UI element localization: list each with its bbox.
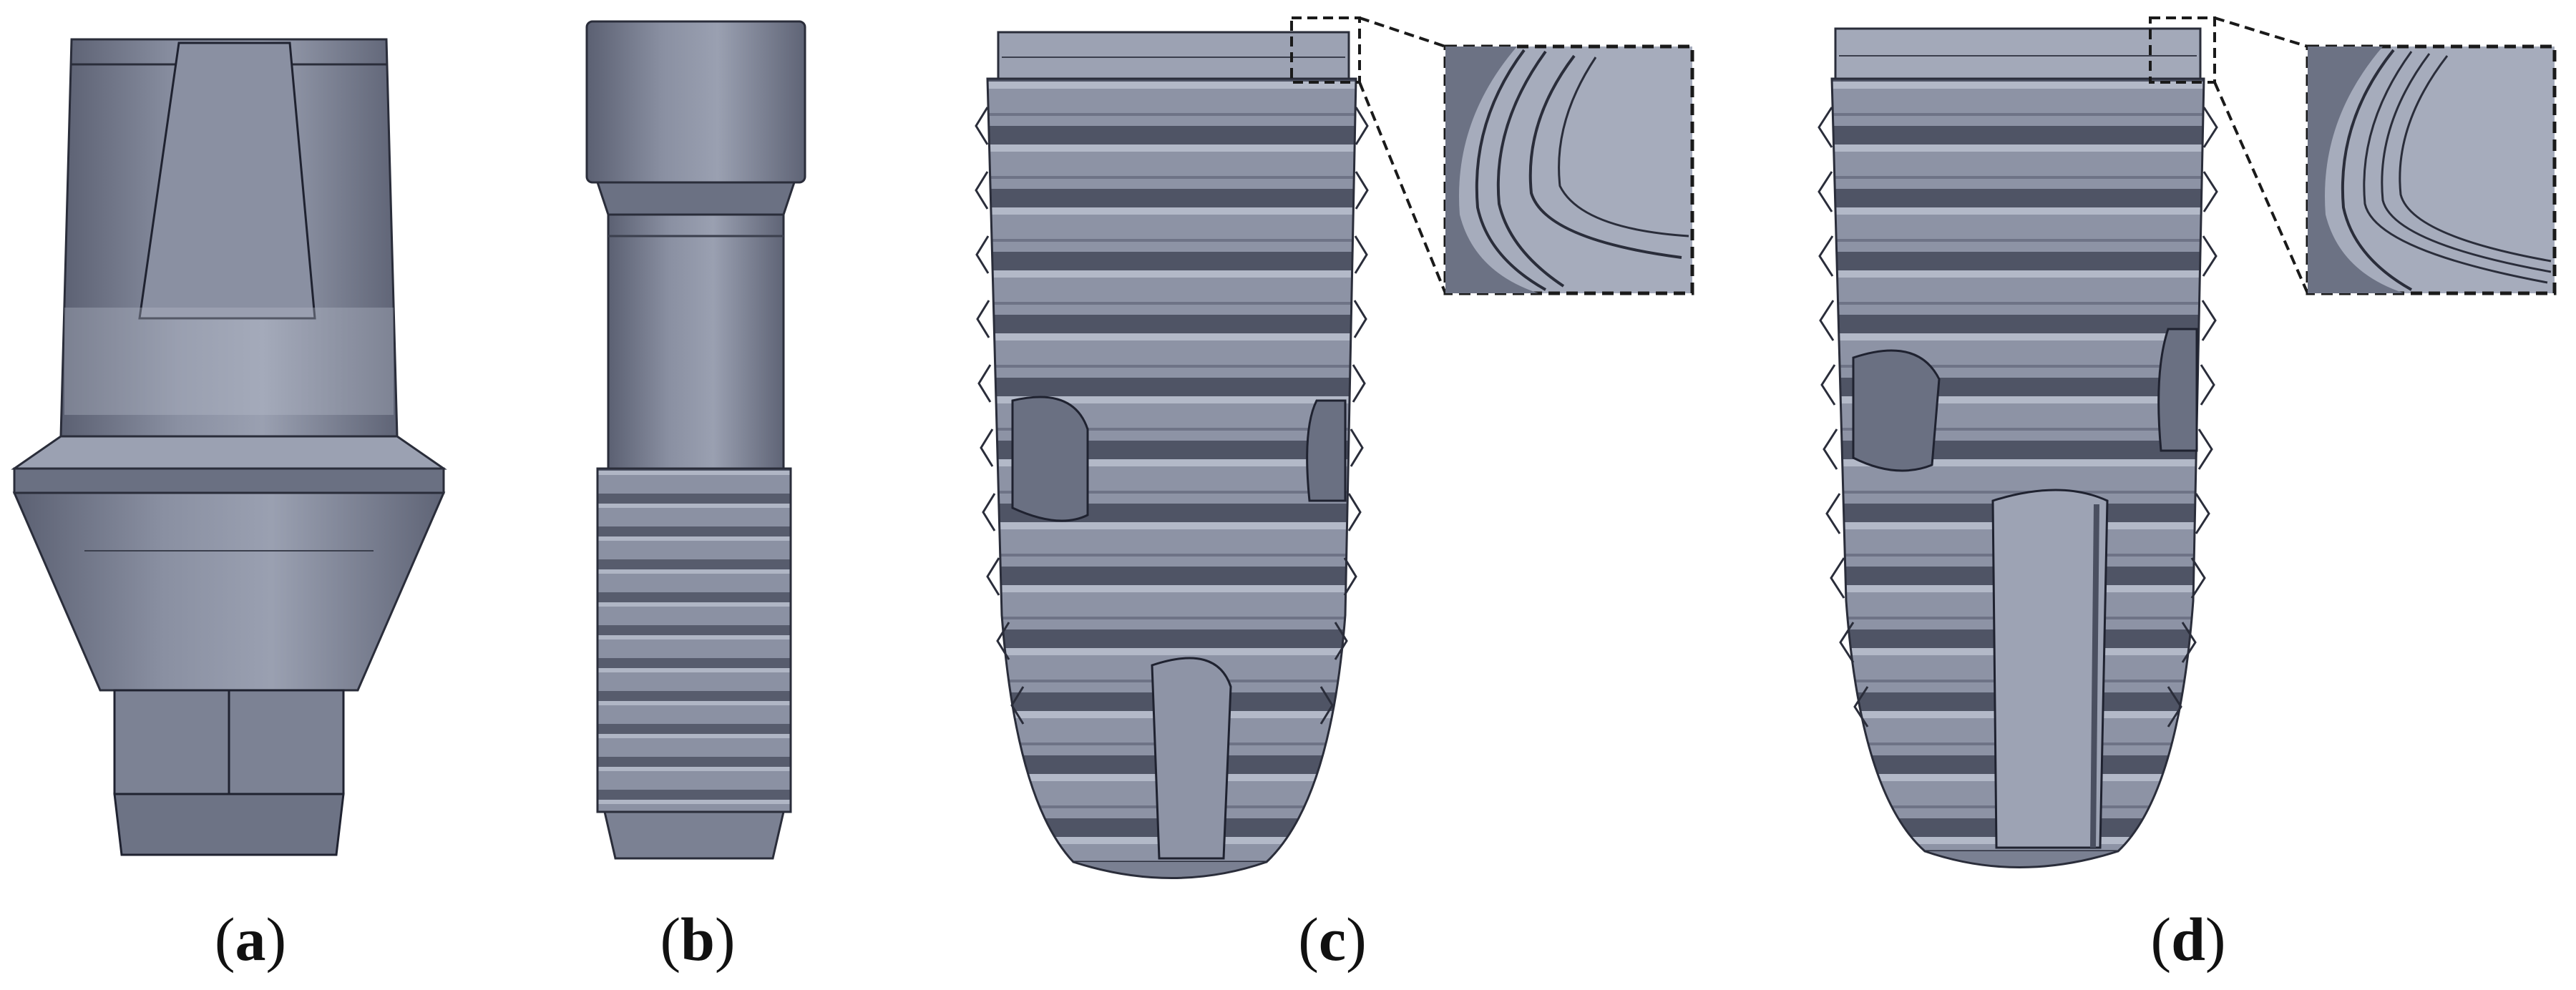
implant-d-zoom-callout [2149, 16, 2557, 295]
screw-shank [607, 213, 785, 470]
abutment-shoulder [11, 435, 447, 470]
screw-head [585, 20, 806, 184]
panel-label-a: (a) [214, 905, 287, 974]
abutment-base [113, 793, 345, 856]
implant-c-zoom-callout [1290, 16, 1694, 295]
implant-d-collar [1834, 27, 2202, 80]
implant-d-illustration [1818, 27, 2218, 868]
implant-c-flute-upper [1011, 396, 1089, 522]
abutment-lower-cone [12, 491, 446, 692]
implant-d-flute-lower [1991, 489, 2109, 849]
abutment-illustration [11, 38, 447, 856]
implant-d-flute-upper [1852, 349, 1941, 472]
screw-threads [596, 467, 792, 813]
panel-label-b: (b) [660, 905, 736, 974]
panel-label-c: (c) [1298, 905, 1367, 974]
implant-c-illustration [975, 31, 1369, 879]
implant-c-flute-lower [1151, 657, 1232, 860]
abutment-flat-face [138, 41, 316, 320]
screw-tip [603, 810, 785, 860]
implant-c-collar [997, 31, 1350, 80]
abutment-screw-illustration [585, 20, 806, 860]
panel-label-d: (d) [2150, 905, 2226, 974]
